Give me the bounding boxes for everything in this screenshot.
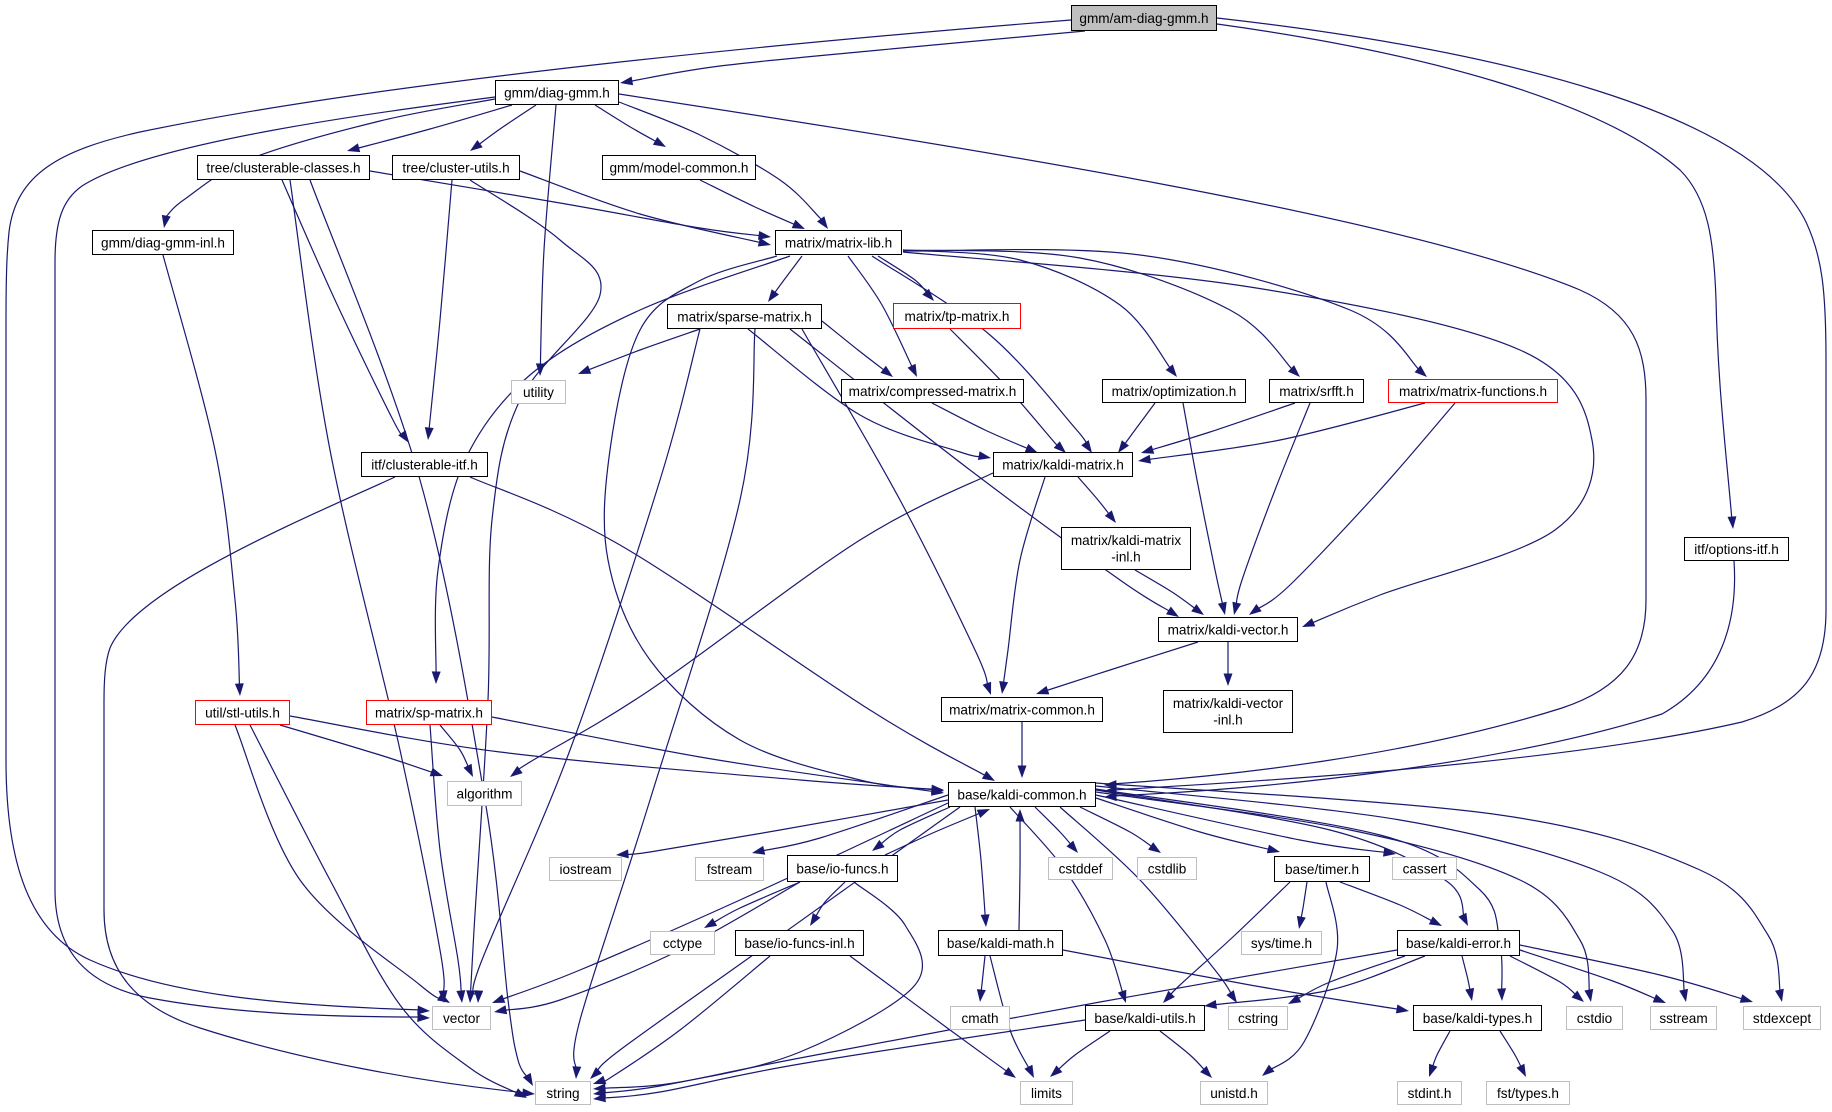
svg-text:cstddef: cstddef <box>1059 861 1103 876</box>
svg-text:stdint.h: stdint.h <box>1408 1086 1452 1101</box>
svg-text:matrix/sparse-matrix.h: matrix/sparse-matrix.h <box>677 309 811 324</box>
svg-text:stdexcept: stdexcept <box>1753 1011 1811 1026</box>
svg-text:gmm/model-common.h: gmm/model-common.h <box>610 160 749 175</box>
svg-text:matrix/matrix-common.h: matrix/matrix-common.h <box>949 702 1095 717</box>
svg-text:cmath: cmath <box>961 1011 998 1026</box>
svg-text:algorithm: algorithm <box>457 786 513 801</box>
svg-text:tree/cluster-utils.h: tree/cluster-utils.h <box>402 160 509 175</box>
svg-text:util/stl-utils.h: util/stl-utils.h <box>205 705 280 720</box>
svg-text:gmm/am-diag-gmm.h: gmm/am-diag-gmm.h <box>1079 11 1208 26</box>
svg-text:base/kaldi-utils.h: base/kaldi-utils.h <box>1094 1011 1195 1026</box>
svg-text:matrix/optimization.h: matrix/optimization.h <box>1112 384 1237 399</box>
svg-text:matrix/kaldi-vector.h: matrix/kaldi-vector.h <box>1168 622 1289 637</box>
svg-text:base/kaldi-types.h: base/kaldi-types.h <box>1423 1011 1533 1026</box>
svg-text:matrix/kaldi-matrix: matrix/kaldi-matrix <box>1071 533 1181 548</box>
svg-text:itf/clusterable-itf.h: itf/clusterable-itf.h <box>371 457 478 472</box>
svg-text:cctype: cctype <box>663 936 702 951</box>
svg-text:-inl.h: -inl.h <box>1111 549 1140 564</box>
svg-text:matrix/matrix-lib.h: matrix/matrix-lib.h <box>785 235 892 250</box>
svg-text:matrix/sp-matrix.h: matrix/sp-matrix.h <box>375 705 483 720</box>
svg-text:fstream: fstream <box>707 862 752 877</box>
svg-text:itf/options-itf.h: itf/options-itf.h <box>1694 542 1779 557</box>
svg-text:sstream: sstream <box>1659 1011 1707 1026</box>
svg-text:tree/clusterable-classes.h: tree/clusterable-classes.h <box>206 160 360 175</box>
svg-text:gmm/diag-gmm-inl.h: gmm/diag-gmm-inl.h <box>101 235 225 250</box>
svg-text:matrix/tp-matrix.h: matrix/tp-matrix.h <box>905 309 1010 324</box>
svg-text:base/io-funcs.h: base/io-funcs.h <box>796 861 888 876</box>
svg-text:base/kaldi-error.h: base/kaldi-error.h <box>1406 936 1511 951</box>
svg-text:unistd.h: unistd.h <box>1210 1086 1258 1101</box>
svg-text:matrix/matrix-functions.h: matrix/matrix-functions.h <box>1399 384 1547 399</box>
svg-text:-inl.h: -inl.h <box>1213 712 1242 727</box>
svg-text:gmm/diag-gmm.h: gmm/diag-gmm.h <box>504 85 610 100</box>
svg-text:iostream: iostream <box>559 862 611 877</box>
svg-text:base/timer.h: base/timer.h <box>1285 862 1359 877</box>
svg-text:matrix/compressed-matrix.h: matrix/compressed-matrix.h <box>849 384 1017 399</box>
svg-text:matrix/kaldi-vector: matrix/kaldi-vector <box>1173 696 1284 711</box>
svg-text:utility: utility <box>523 385 554 400</box>
svg-text:matrix/kaldi-matrix.h: matrix/kaldi-matrix.h <box>1002 457 1124 472</box>
svg-text:vector: vector <box>443 1011 480 1026</box>
svg-text:base/kaldi-common.h: base/kaldi-common.h <box>957 787 1086 802</box>
svg-text:string: string <box>546 1086 579 1101</box>
svg-text:sys/time.h: sys/time.h <box>1251 936 1312 951</box>
svg-text:cstring: cstring <box>1238 1011 1278 1026</box>
svg-text:base/kaldi-math.h: base/kaldi-math.h <box>947 936 1054 951</box>
svg-text:cstdlib: cstdlib <box>1148 861 1187 876</box>
svg-text:base/io-funcs-inl.h: base/io-funcs-inl.h <box>744 936 854 951</box>
svg-text:matrix/srfft.h: matrix/srfft.h <box>1279 384 1354 399</box>
svg-text:fst/types.h: fst/types.h <box>1497 1086 1559 1101</box>
svg-text:cstdio: cstdio <box>1577 1011 1613 1026</box>
svg-text:cassert: cassert <box>1403 861 1447 876</box>
svg-text:limits: limits <box>1031 1086 1062 1101</box>
